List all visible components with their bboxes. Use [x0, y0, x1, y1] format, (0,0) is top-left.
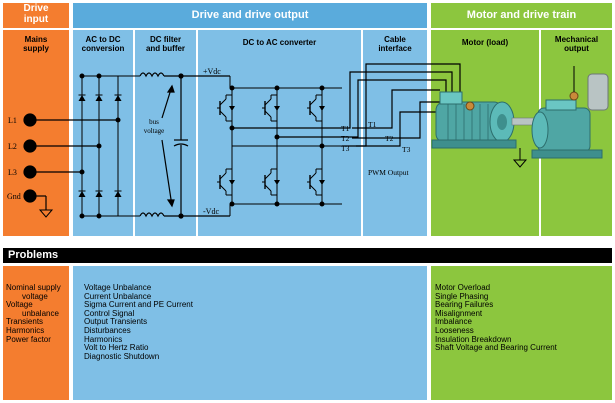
acdc-label-line1: AC to DC	[85, 35, 121, 44]
minus-vdc-label: -Vdc	[203, 207, 219, 216]
list-item: Transients	[6, 317, 44, 327]
list-item: Motor Overload	[435, 283, 491, 292]
motor-train-title: Motor and drive train	[466, 9, 577, 21]
dcac-label: DC to AC converter	[242, 38, 317, 47]
list-item: Output Transients	[84, 317, 148, 327]
mech-label-line2: output	[564, 44, 589, 53]
dc-filter	[139, 72, 230, 219]
list-item: Single Phasing	[435, 291, 489, 301]
l1-label: L1	[8, 116, 17, 125]
igbt-switches	[216, 94, 326, 196]
dcac-column	[198, 30, 361, 236]
mech-label: Mechanical output	[541, 35, 612, 53]
list-item: Sigma Current and PE Current	[84, 300, 193, 310]
problems-drive-panel	[73, 266, 427, 400]
t2-inner: T2	[341, 134, 350, 143]
drive-input-header-block	[3, 3, 69, 28]
list-item: Misalignment	[435, 308, 483, 318]
t3-inner: T3	[341, 144, 350, 153]
list-item: Diagnostic Shutdown	[84, 351, 160, 361]
dcfilter-column	[135, 30, 196, 236]
drive-problems-list: Voltage Unbalance Current Unbalance Sigm…	[84, 283, 384, 361]
bus-voltage-label: bus voltage	[144, 118, 165, 135]
drive-output-header-block	[73, 3, 427, 28]
mains-label-line2: supply	[23, 44, 49, 53]
list-item: Volt to Hertz Ratio	[84, 343, 149, 353]
input-terminals	[23, 113, 118, 210]
cable-label-line1: Cable	[384, 35, 406, 44]
terminal-labels: T1 T2 T3 T1 T2 T3 PWM Output	[341, 120, 411, 177]
cable-label-line2: interface	[378, 44, 412, 53]
list-item: Voltage	[6, 300, 33, 310]
ground-symbol	[38, 209, 54, 218]
acdc-label-line2: conversion	[81, 44, 125, 53]
problems-motor-panel	[431, 266, 612, 400]
list-item: Imbalance	[435, 317, 472, 327]
list-item: Voltage Unbalance	[84, 283, 152, 292]
list-item: Control Signal	[84, 308, 135, 318]
motor-label: Motor (load)	[461, 38, 509, 47]
acdc-column	[73, 30, 133, 236]
list-item: Shaft Voltage and Bearing Current	[435, 343, 557, 353]
list-item: Bearing Failures	[435, 300, 494, 310]
list-item: Harmonics	[6, 325, 45, 335]
t2-cable: T2	[385, 134, 394, 143]
l2-label: L2	[8, 142, 17, 151]
t1-inner: T1	[341, 124, 350, 133]
mech-label-line1: Mechanical	[554, 35, 599, 44]
list-item: Harmonics	[84, 334, 123, 344]
t3-cable: T3	[402, 145, 411, 154]
plus-vdc-label: +Vdc	[203, 67, 221, 76]
dcfilter-label-line2: and buffer	[145, 44, 186, 53]
inverter-rails	[229, 76, 342, 216]
mains-label-line1: Mains	[24, 35, 48, 44]
output-cables	[232, 63, 461, 147]
t1-cable: T1	[368, 120, 377, 129]
acdc-label: AC to DC conversion	[73, 35, 133, 53]
drive-input-title: Drive input	[3, 3, 69, 25]
dcfilter-label-line1: DC filter	[149, 35, 182, 44]
input-problems-list: Nominal supply voltage Voltage unbalance…	[6, 283, 70, 344]
problems-input-panel	[3, 266, 69, 400]
pwm-output-label: PWM Output	[368, 168, 410, 177]
dcfilter-label: DC filter and buffer	[135, 35, 196, 53]
list-item: Current Unbalance	[84, 291, 152, 301]
list-item: unbalance	[22, 308, 59, 318]
list-item: Nominal supply	[6, 283, 61, 292]
mains-supply-label: Mains supply	[3, 35, 69, 53]
input-labels: L1 L2 L3 Gnd	[7, 116, 21, 201]
mains-column	[3, 30, 69, 236]
list-item: Disturbances	[84, 325, 131, 335]
gnd-label: Gnd	[7, 192, 21, 201]
motor-icon	[431, 91, 541, 168]
list-item: Looseness	[435, 325, 474, 335]
vdc-labels: +Vdc -Vdc	[203, 67, 221, 216]
problems-title: Problems	[8, 249, 59, 261]
l3-label: L3	[8, 168, 17, 177]
cable-label: Cable interface	[363, 35, 427, 53]
drive-output-title: Drive and drive output	[191, 9, 309, 21]
drive-input-title-line1: Drive	[23, 3, 49, 14]
problems-bar	[3, 248, 612, 263]
list-item: voltage	[22, 291, 48, 301]
motor-problems-list: Motor Overload Single Phasing Bearing Fa…	[435, 283, 610, 353]
mechanical-output-icon	[465, 66, 609, 159]
bus-label-line1: bus	[149, 118, 159, 126]
bus-label-line2: voltage	[144, 127, 165, 135]
drive-input-title-line2: input	[23, 14, 49, 25]
list-item: Power factor	[6, 334, 51, 344]
list-item: Insulation Breakdown	[435, 334, 512, 344]
motor-train-header-block	[431, 3, 612, 28]
